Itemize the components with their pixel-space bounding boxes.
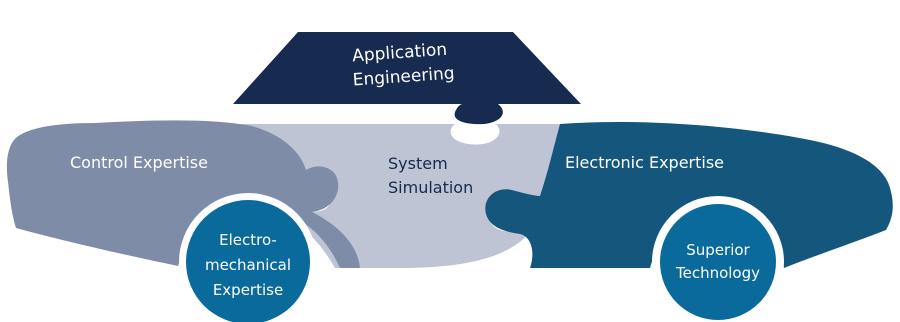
superior-technology-label-line1: Superior (686, 241, 750, 259)
superior-technology-label-line2: Technology (675, 264, 760, 282)
right-wheel (660, 204, 776, 320)
electromechanical-label-line1: Electro- (219, 231, 277, 249)
control-expertise-label: Control Expertise (70, 153, 208, 172)
control-expertise-piece (6, 120, 361, 269)
system-simulation-label-line1: System (388, 154, 448, 173)
electromechanical-label-line3: Expertise (213, 281, 283, 299)
left-wheel (186, 200, 310, 322)
application-engineering-piece (233, 32, 581, 125)
electronic-expertise-label: Electronic Expertise (565, 153, 724, 172)
electronic-expertise-piece (485, 121, 893, 269)
system-simulation-label-line2: Simulation (388, 178, 473, 197)
electromechanical-label-line2: mechanical (205, 256, 291, 274)
